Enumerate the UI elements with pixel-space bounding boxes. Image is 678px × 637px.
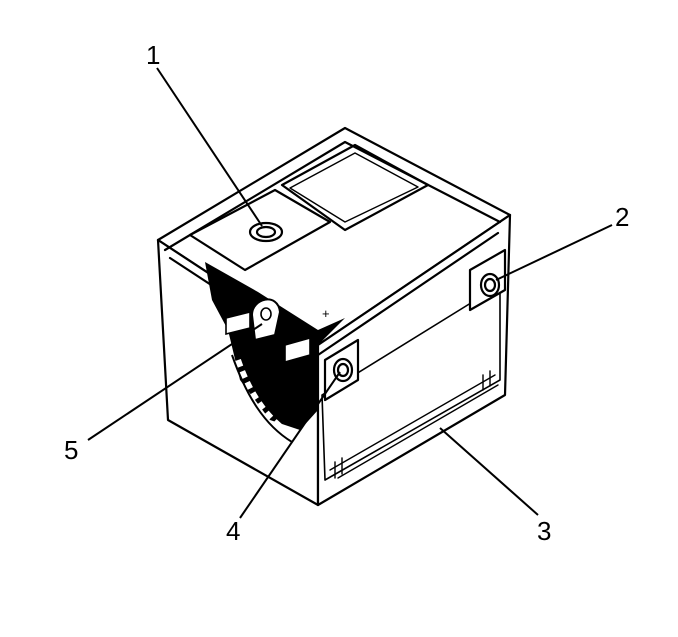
vent-panel-left [188, 188, 332, 272]
cutaway-section: + [205, 262, 345, 443]
front-panel [321, 284, 501, 481]
leader-line-3 [439, 427, 539, 516]
leader-line-1 [156, 67, 263, 227]
side-terminal-pos [479, 272, 501, 298]
callout-labels: 1 2 3 4 5 [64, 40, 629, 546]
plate-stack [235, 359, 294, 438]
filler-cap [248, 221, 284, 243]
leader-lines [87, 67, 613, 519]
front-post-left [334, 457, 343, 479]
side-terminal-neg-inner [336, 362, 350, 378]
side-terminal-pos-inner [483, 277, 497, 293]
plus-mark: + [322, 306, 330, 321]
leader-line-5 [87, 323, 263, 441]
inner-partition [225, 310, 311, 364]
front-post-right [482, 370, 491, 391]
battery-body [156, 126, 512, 507]
vent-panel-right-inner [289, 152, 419, 223]
callout-3: 3 [537, 516, 551, 546]
front-panel-lip [329, 374, 499, 479]
callout-4: 4 [226, 516, 240, 546]
side-terminal-neg [332, 357, 354, 383]
terminal-strap-hole [260, 307, 272, 321]
battery-front-face [316, 213, 512, 507]
leader-line-4 [239, 371, 341, 519]
filler-cap-inner [255, 225, 277, 239]
plate-stack-outline [231, 354, 293, 443]
callout-2: 2 [615, 202, 629, 232]
callout-5: 5 [64, 435, 78, 465]
vent-panel-right [280, 143, 430, 232]
leader-line-2 [495, 224, 613, 281]
side-terminal-neg-housing [323, 338, 360, 402]
callout-1: 1 [146, 40, 160, 70]
cutaway-shadow [205, 262, 345, 430]
